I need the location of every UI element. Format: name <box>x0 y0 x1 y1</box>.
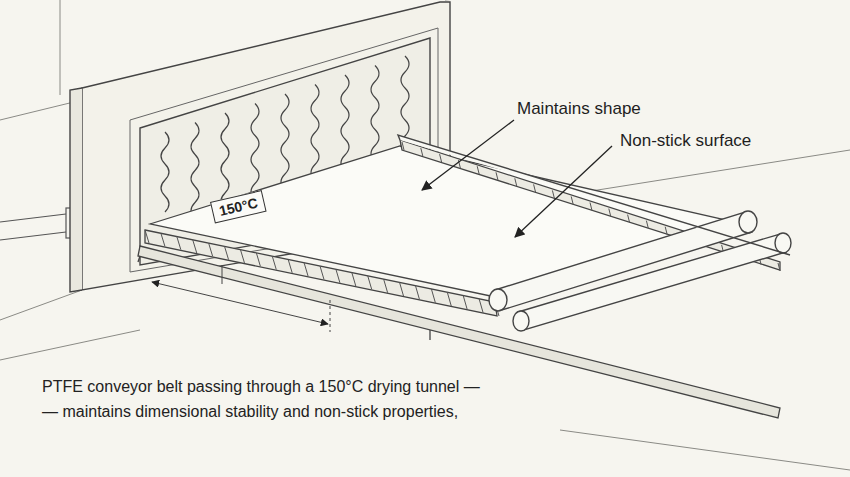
belt-slat <box>421 148 423 156</box>
belt-slat <box>368 276 372 290</box>
belt-slat <box>552 190 554 198</box>
belt-slat <box>496 172 498 180</box>
belt-slat <box>463 295 467 309</box>
belt-slat <box>225 246 229 259</box>
belt-slat <box>415 286 419 300</box>
belt-slat <box>304 263 308 276</box>
belt-slat <box>177 237 181 250</box>
belt-slat <box>209 243 213 256</box>
belt-slat <box>161 233 165 246</box>
belt-slat <box>447 292 451 306</box>
belt-slat <box>400 282 404 296</box>
belt-slat <box>402 142 404 150</box>
belt-slat <box>628 215 630 223</box>
belt-slat <box>534 184 536 192</box>
belt-slat <box>590 203 592 211</box>
caption: PTFE conveyor belt passing through a 150… <box>42 374 484 424</box>
belt-slat <box>431 289 435 303</box>
belt-slat <box>571 196 573 204</box>
belt-slat <box>193 240 197 253</box>
belt-slat <box>778 263 780 271</box>
belt-slat <box>384 279 388 293</box>
belt-slat <box>320 266 324 280</box>
belt-slat <box>440 154 442 162</box>
belt-slat <box>477 166 479 174</box>
belt-slats <box>145 142 780 316</box>
callout-label: Maintains shape <box>517 99 641 119</box>
belt-slat <box>336 269 340 283</box>
belt-slat <box>515 178 517 186</box>
heat-wave <box>191 123 199 219</box>
belt-slat <box>240 250 244 263</box>
belt-slat <box>272 256 276 269</box>
heat-wave <box>251 104 259 200</box>
rollers <box>398 135 791 331</box>
heat-wave <box>221 113 229 209</box>
belt-slat <box>479 299 483 313</box>
belt-slat <box>288 259 292 272</box>
leader-arrows <box>422 120 612 237</box>
belt-slat <box>665 227 667 235</box>
belt-slat <box>145 230 149 243</box>
belt-slat <box>646 221 648 229</box>
belt-slat <box>352 273 356 287</box>
heat-wave <box>161 132 169 212</box>
belt-slat <box>609 209 611 217</box>
callout-label: Non-stick surface <box>620 131 751 151</box>
belt-slat <box>256 253 260 266</box>
dimension-line <box>152 265 330 332</box>
